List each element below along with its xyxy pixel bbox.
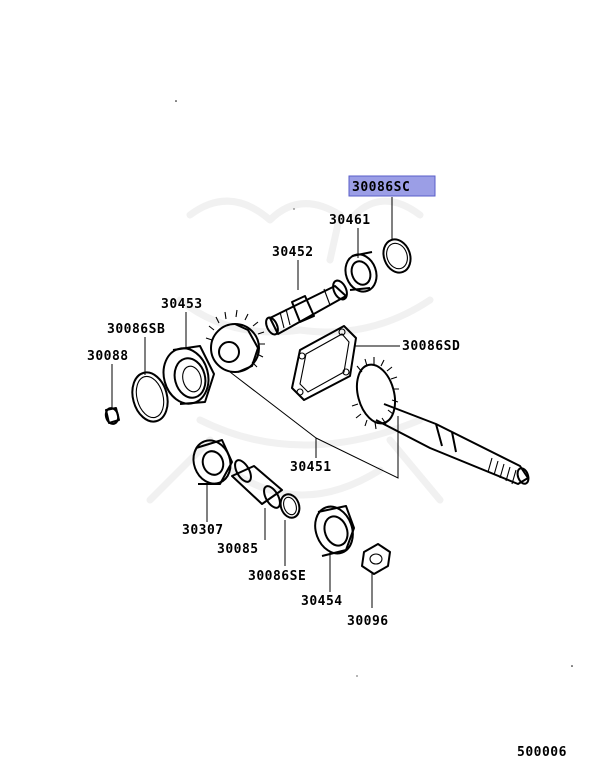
part-30452-shaft[interactable] bbox=[264, 278, 350, 336]
label-30096[interactable]: 30096 bbox=[347, 614, 389, 629]
label-30453[interactable]: 30453 bbox=[161, 297, 203, 312]
part-30461-bearing[interactable] bbox=[340, 250, 381, 296]
label-30086SC[interactable]: 30086SC bbox=[352, 180, 410, 195]
part-30451-pinion-gear[interactable] bbox=[205, 309, 265, 373]
label-30461[interactable]: 30461 bbox=[329, 213, 371, 228]
label-30086SE[interactable]: 30086SE bbox=[248, 569, 306, 584]
part-30453-bearing[interactable] bbox=[158, 343, 215, 408]
label-30086SD[interactable]: 30086SD bbox=[402, 339, 460, 354]
part-30307-seal[interactable] bbox=[188, 435, 237, 489]
label-30451[interactable]: 30451 bbox=[290, 460, 332, 475]
label-30085[interactable]: 30085 bbox=[217, 542, 259, 557]
part-ring-gear-shaft[interactable] bbox=[351, 357, 531, 485]
watermark-logo bbox=[146, 197, 444, 504]
label-30086SB[interactable]: 30086SB bbox=[107, 322, 165, 337]
part-30086SE-shim[interactable] bbox=[277, 492, 302, 521]
part-30088-plug[interactable] bbox=[104, 407, 120, 426]
label-30088[interactable]: 30088 bbox=[87, 349, 129, 364]
part-30085-spacer[interactable] bbox=[231, 458, 283, 511]
part-30096-nut[interactable] bbox=[361, 543, 391, 575]
part-30454-bearing[interactable] bbox=[309, 501, 359, 558]
leader-lines bbox=[111, 197, 400, 608]
label-30454[interactable]: 30454 bbox=[301, 594, 343, 609]
part-30086SC-shim[interactable] bbox=[379, 236, 415, 277]
footer-diagram-code: 500006 bbox=[517, 745, 567, 760]
part-labels: 30086SC 30461 30452 30453 30086SB 30088 … bbox=[87, 180, 567, 760]
highlight-box bbox=[348, 175, 436, 197]
part-30086SD-gasket[interactable] bbox=[291, 325, 357, 401]
scan-specks bbox=[175, 100, 573, 677]
label-30307[interactable]: 30307 bbox=[182, 523, 224, 538]
label-30452[interactable]: 30452 bbox=[272, 245, 314, 260]
part-30086SB-shim[interactable] bbox=[127, 368, 173, 425]
